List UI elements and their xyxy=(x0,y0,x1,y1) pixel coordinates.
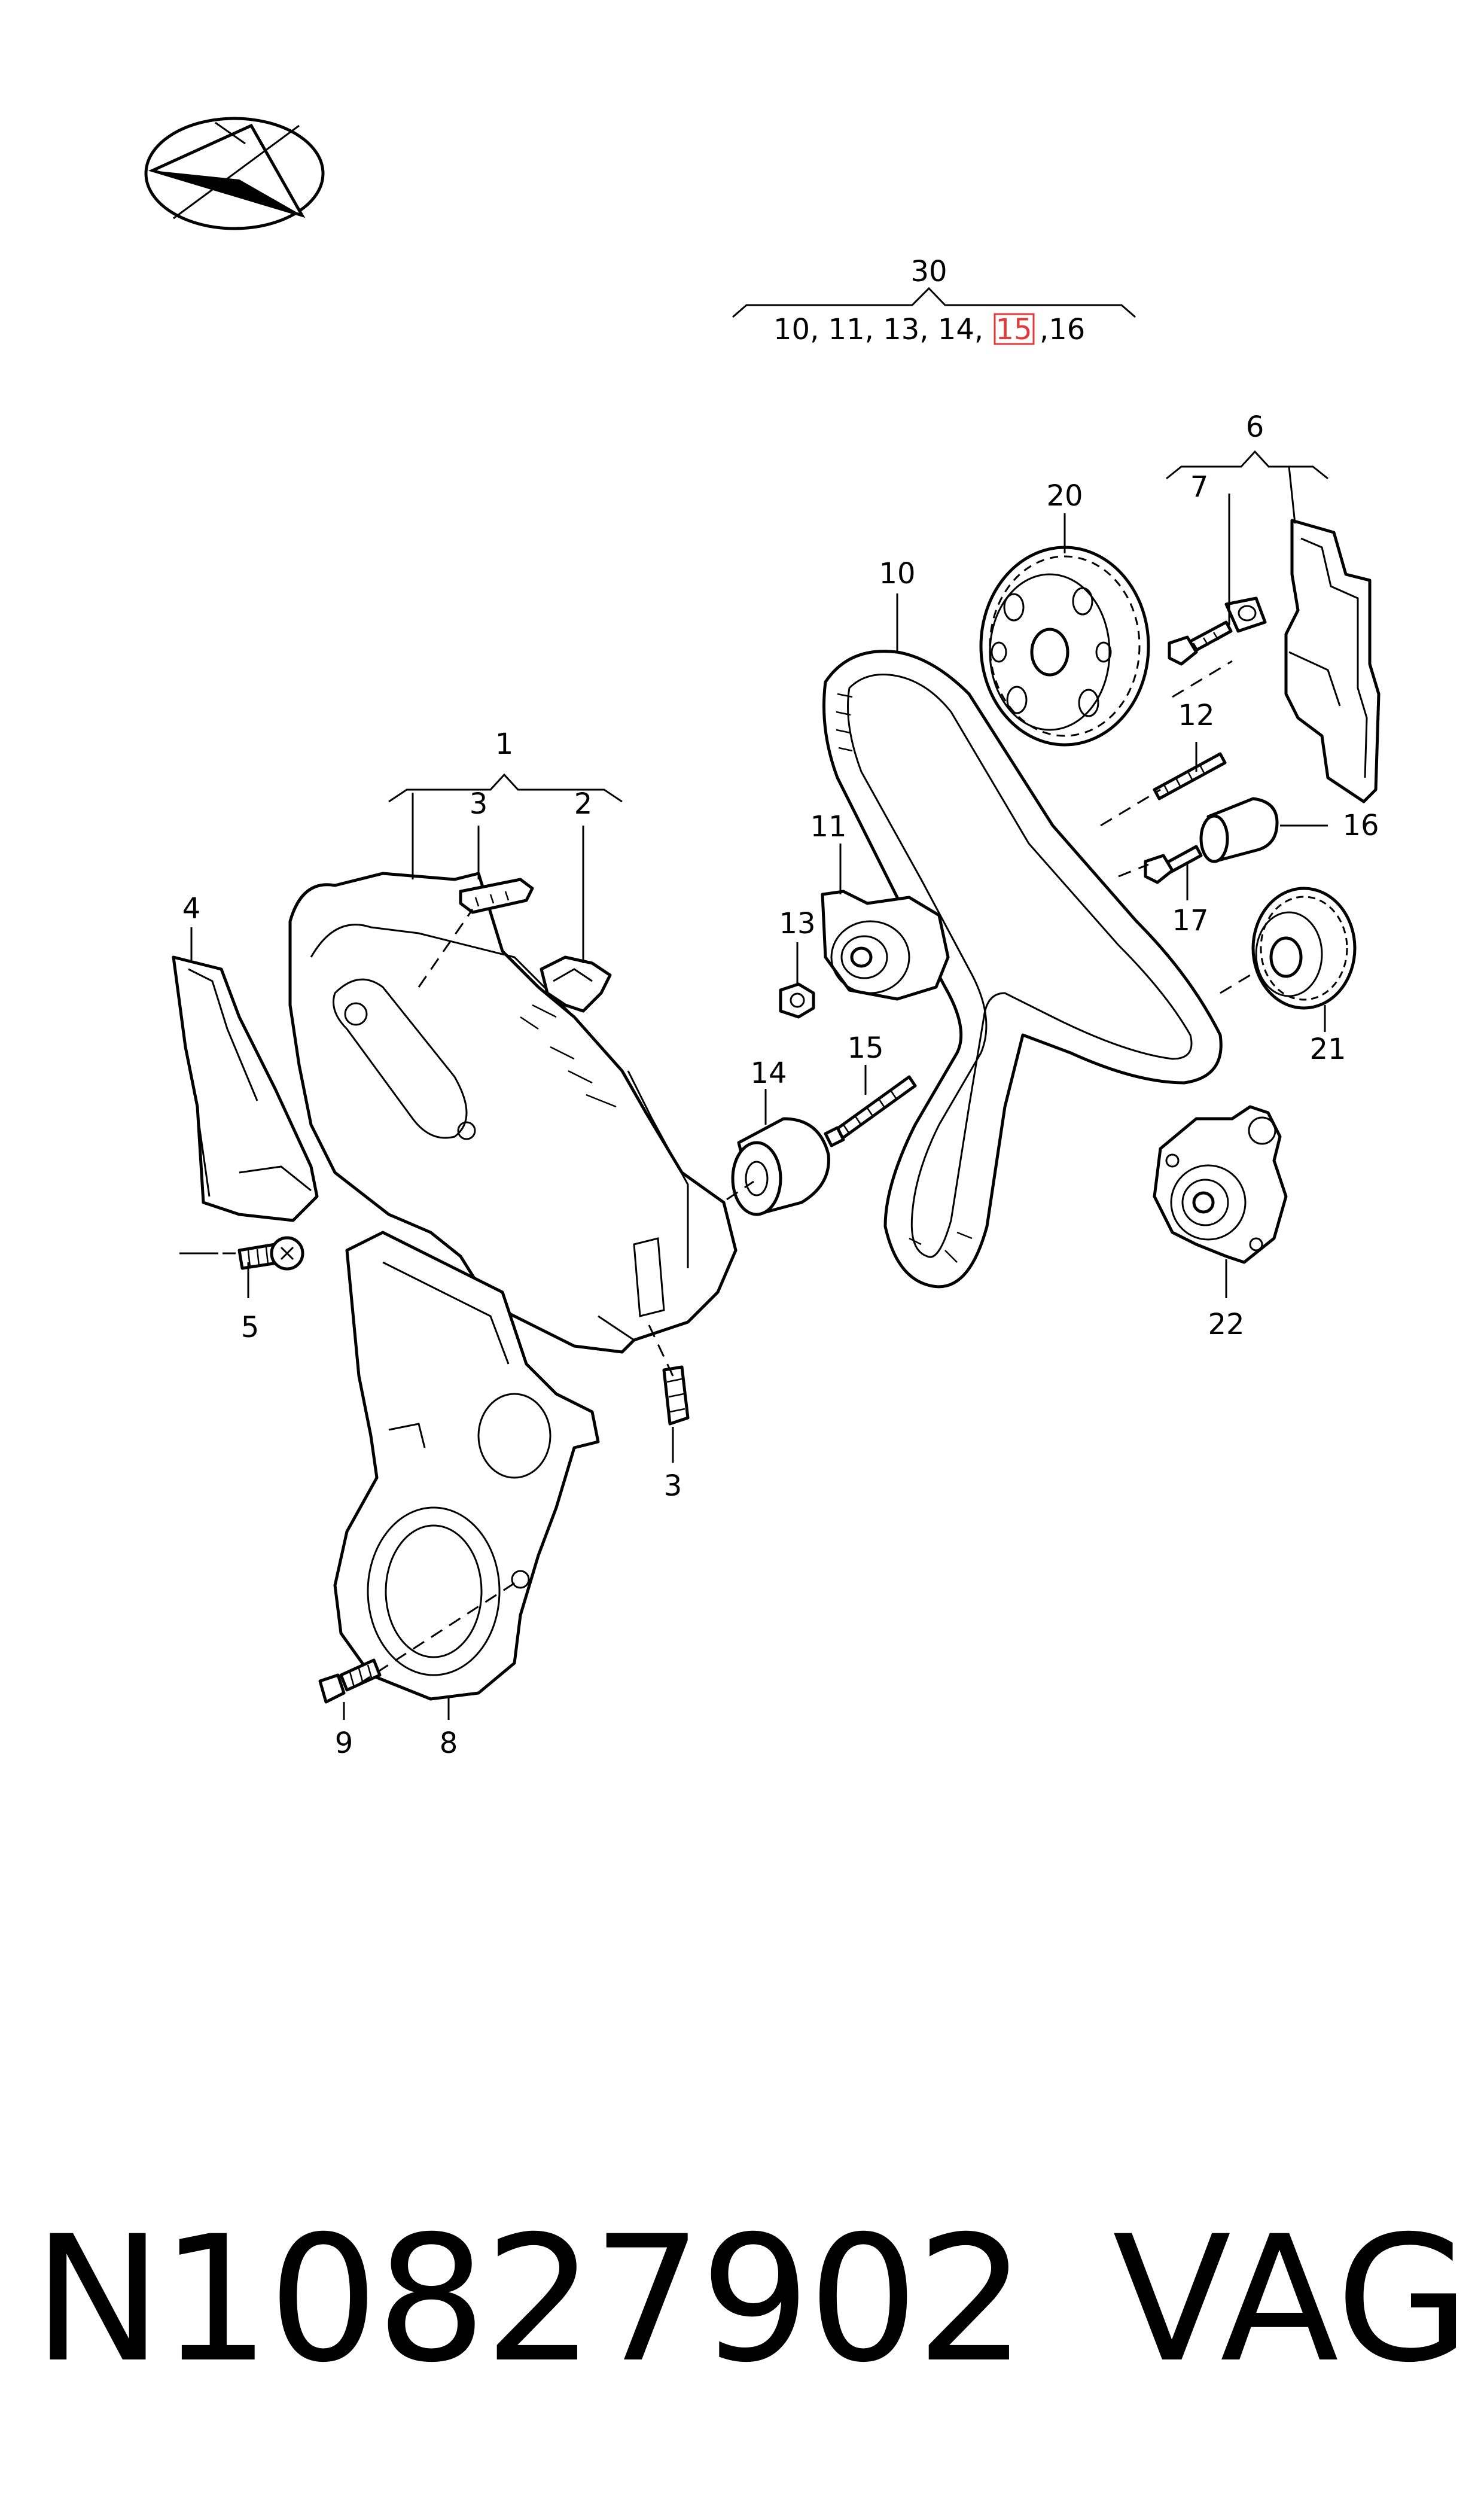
nut-13 xyxy=(779,982,815,1019)
callout-16: 16 xyxy=(1342,809,1379,842)
bolt-9 xyxy=(318,1658,382,1704)
callout-6: 6 xyxy=(1246,410,1264,444)
side-cover xyxy=(172,955,319,1222)
callout-3-upper: 3 xyxy=(470,787,488,821)
callout-11: 11 xyxy=(810,810,846,844)
retaining-clip-lower xyxy=(662,1365,690,1426)
screw-5 xyxy=(237,1236,304,1271)
callout-21: 21 xyxy=(1309,1033,1346,1066)
callout-7: 7 xyxy=(1190,470,1209,504)
callout-2: 2 xyxy=(574,787,593,821)
lower-timing-cover xyxy=(333,1231,600,1701)
callouts: 1 2 3 3 4 5 6 7 8 9 10 11 12 13 14 15 16… xyxy=(182,410,1379,1760)
callout-13: 13 xyxy=(779,907,815,940)
assembly-lines xyxy=(179,660,1251,1685)
highlight-box xyxy=(994,313,1035,345)
bolt-17 xyxy=(1144,845,1203,884)
stud-12 xyxy=(1153,752,1227,800)
camshaft-sprocket xyxy=(979,546,1150,747)
bolt-7 xyxy=(1168,620,1233,666)
upper-timing-cover xyxy=(288,872,738,1354)
retaining-clip-upper xyxy=(459,878,534,914)
callout-8: 8 xyxy=(440,1727,458,1760)
water-pump xyxy=(1153,1105,1288,1264)
leader-lines xyxy=(179,450,1328,1720)
belt-tensioner xyxy=(821,890,950,1001)
rear-cover-bracket xyxy=(1224,519,1381,803)
group-items-text: 10, 11, 13, 14, xyxy=(773,313,983,346)
crankshaft-sprocket xyxy=(1251,887,1357,1010)
highlight-item-15: 15 xyxy=(995,313,1032,346)
callout-20: 20 xyxy=(1046,479,1083,513)
callout-12: 12 xyxy=(1178,699,1214,732)
group-header: 30 10, 11, 13, 14, 15 ,16 xyxy=(732,255,1136,346)
callout-10: 10 xyxy=(879,557,915,590)
cover-clip xyxy=(540,955,612,1013)
callout-3-lower: 3 xyxy=(664,1469,682,1503)
callout-9: 9 xyxy=(335,1727,354,1760)
part-number: N10827902 xyxy=(33,2199,1026,2401)
bushing-16 xyxy=(1199,797,1279,863)
brand-label: VAG xyxy=(1113,2199,1470,2401)
callout-30: 30 xyxy=(910,255,947,288)
callout-15: 15 xyxy=(847,1031,883,1065)
timing-belt xyxy=(822,650,1223,1289)
callout-17: 17 xyxy=(1172,904,1208,937)
callout-4: 4 xyxy=(182,892,201,925)
callout-1: 1 xyxy=(495,727,514,761)
stud-15 xyxy=(824,1075,917,1147)
callout-14: 14 xyxy=(750,1056,787,1090)
idler-roller xyxy=(731,1117,830,1216)
compass-logo-icon xyxy=(144,117,325,230)
group-items-suffix: ,16 xyxy=(1040,313,1085,346)
callout-5: 5 xyxy=(241,1311,260,1344)
callout-22: 22 xyxy=(1208,1308,1244,1341)
